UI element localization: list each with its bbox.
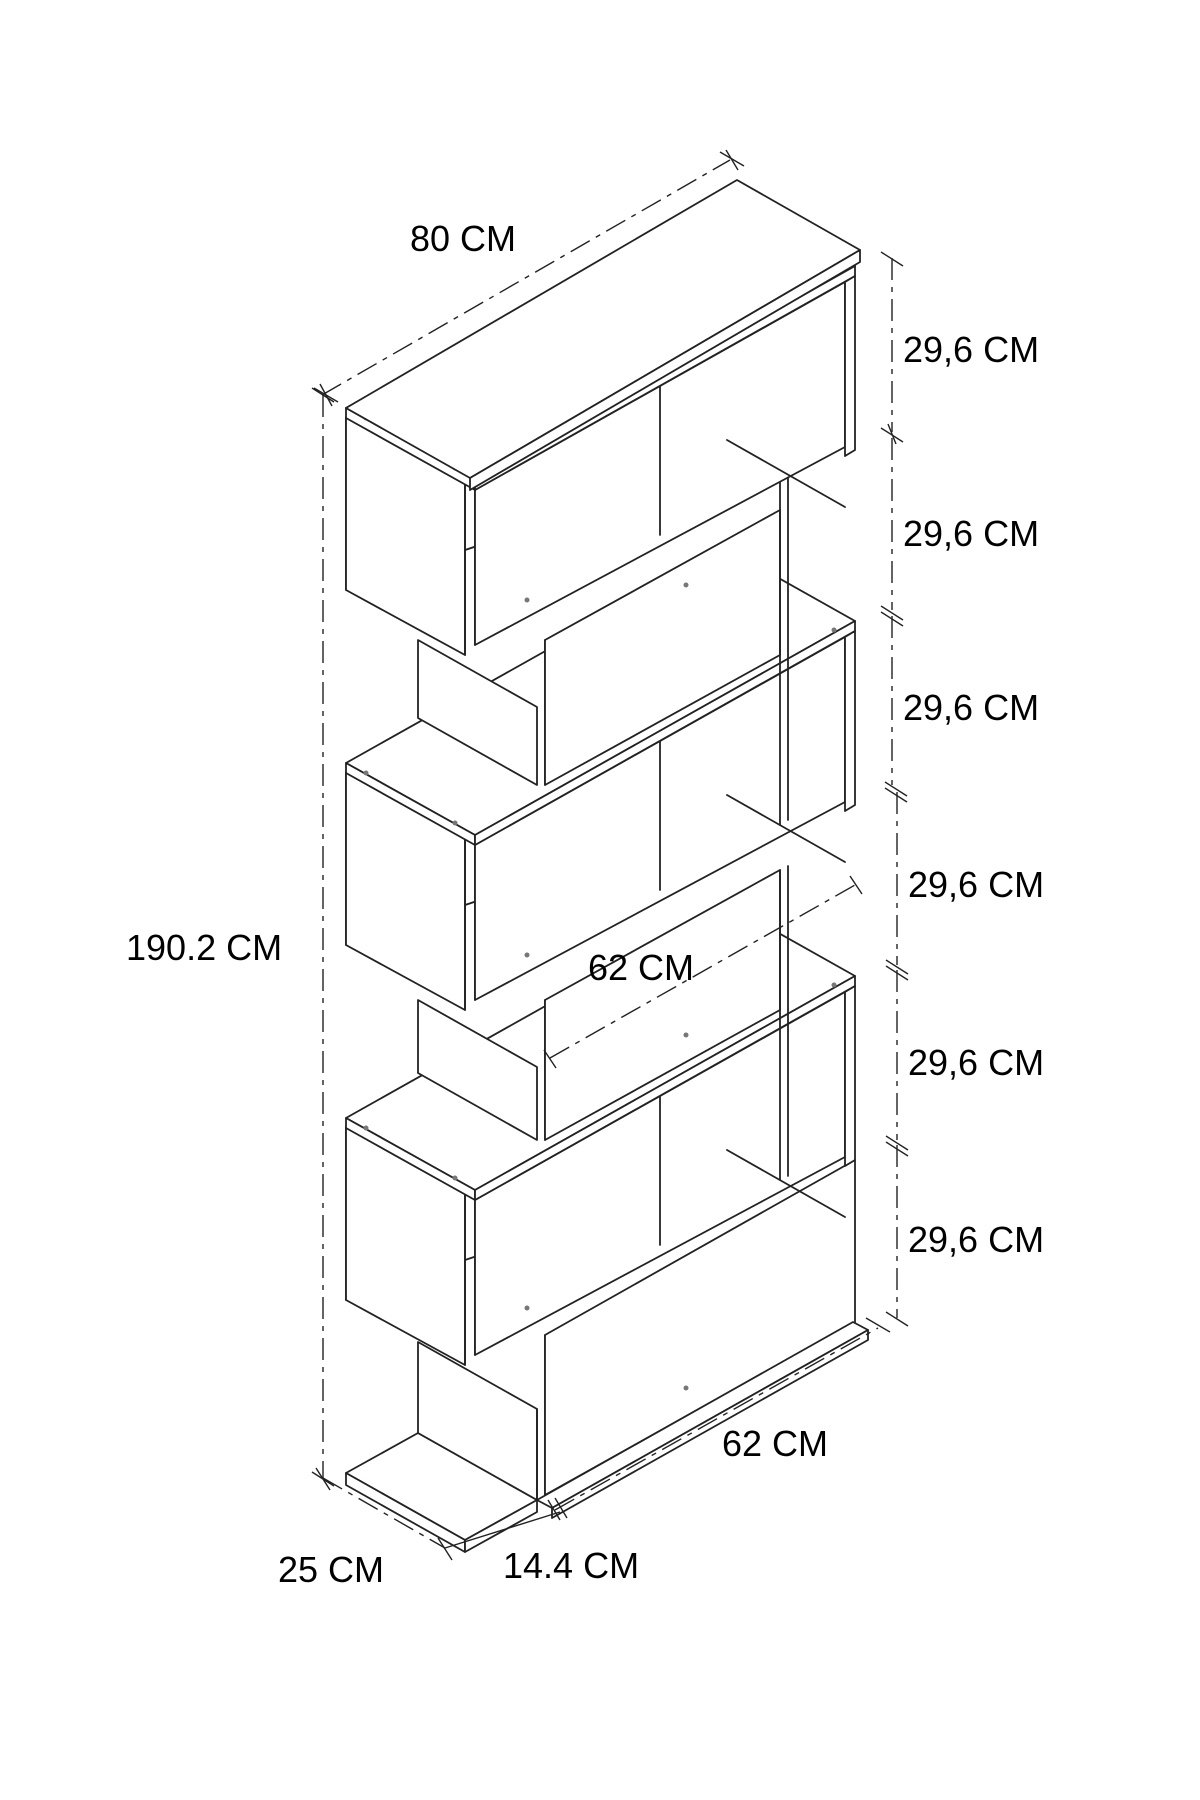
top-width-line: [321, 159, 731, 396]
label-tier-6-height: 29,6 CM: [908, 1219, 1044, 1260]
label-tier-5-height: 29,6 CM: [908, 1042, 1044, 1083]
label-bottom-width: 62 CM: [722, 1423, 828, 1464]
dimension-lines: [311, 149, 909, 1561]
lower-support: [417, 1159, 856, 1501]
top-board: [345, 179, 861, 491]
middle-support-lower: [417, 865, 789, 1181]
bottom-long-board: [536, 1321, 869, 1519]
label-top-width: 80 CM: [410, 218, 516, 259]
dimension-labels: 80 CM 190.2 CM 25 CM 14.4 CM 62 CM 62 CM…: [126, 218, 1044, 1590]
label-depth: 25 CM: [278, 1549, 384, 1590]
label-tier-3-height: 29,6 CM: [903, 687, 1039, 728]
label-inner-width: 62 CM: [588, 947, 694, 988]
bottom-board: [345, 1432, 538, 1553]
label-tier-4-height: 29,6 CM: [908, 864, 1044, 905]
label-tier-2-height: 29,6 CM: [903, 513, 1039, 554]
bottom-width-line: [554, 1327, 879, 1511]
label-tier-1-height: 29,6 CM: [903, 329, 1039, 370]
depth-line: [322, 1477, 446, 1549]
label-total-height: 190.2 CM: [126, 927, 282, 968]
bookshelf-drawing: [345, 179, 869, 1553]
label-plinth-offset: 14.4 CM: [503, 1545, 639, 1586]
inner-width-line: [549, 884, 856, 1059]
